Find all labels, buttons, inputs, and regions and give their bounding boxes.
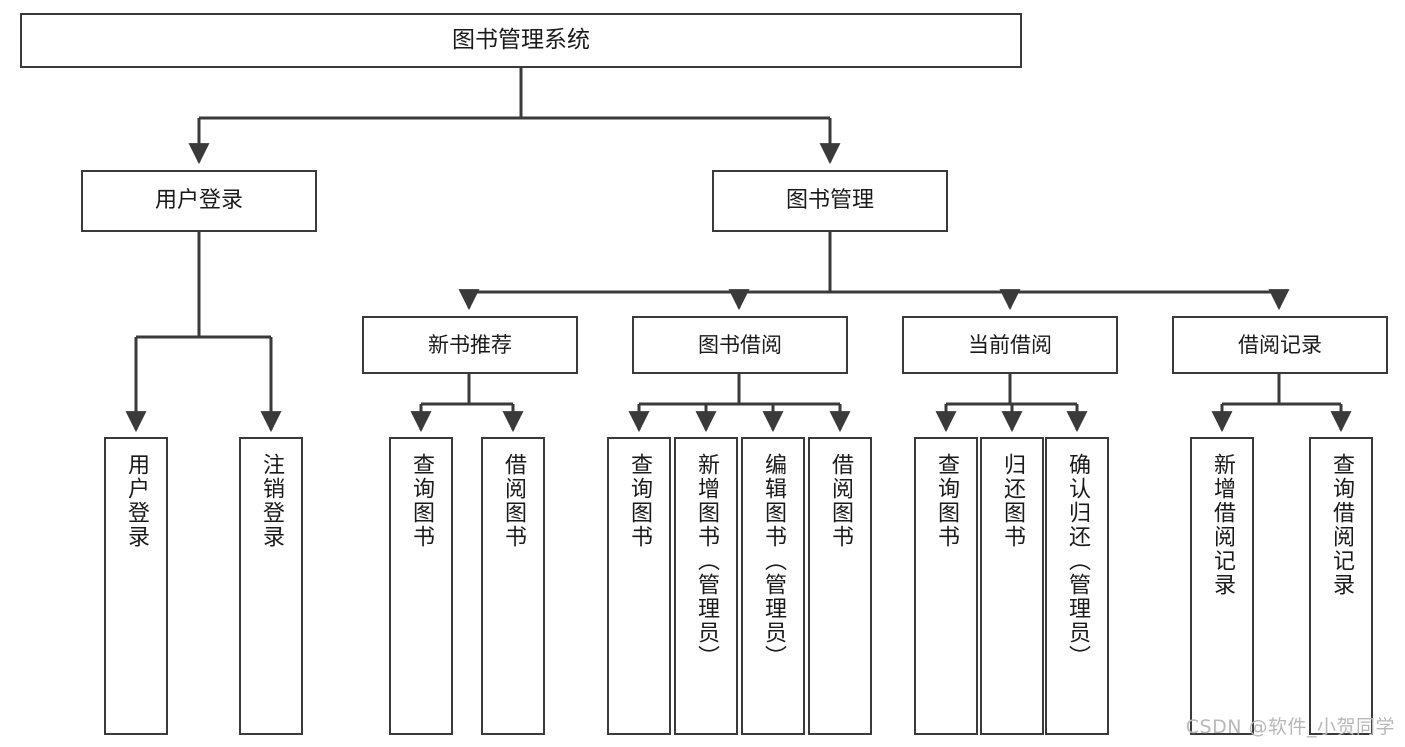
- node-root[interactable]: 图书管理系统: [20, 13, 1022, 68]
- node-user-login-label: 用户登录: [154, 188, 243, 214]
- leaf-query-borrow-record[interactable]: 查询借阅记录: [1309, 437, 1373, 735]
- leaf-add-book-admin[interactable]: 新增图书（管理员）: [674, 437, 738, 735]
- leaf-edit-book-admin[interactable]: 编辑图书（管理员）: [741, 437, 805, 735]
- node-root-label: 图书管理系统: [452, 26, 590, 53]
- leaf-edit-book-admin-label: 编辑图书（管理员）: [761, 453, 786, 669]
- node-user-login[interactable]: 用户登录: [81, 170, 317, 232]
- leaf-confirm-return-admin[interactable]: 确认归还（管理员）: [1045, 437, 1109, 735]
- node-current-borrow[interactable]: 当前借阅: [902, 316, 1118, 374]
- leaf-return-book[interactable]: 归还图书: [980, 437, 1044, 735]
- leaf-query-book-current[interactable]: 查询图书: [914, 437, 978, 735]
- node-book-borrow[interactable]: 图书借阅: [632, 316, 848, 374]
- leaf-logout[interactable]: 注销登录: [239, 437, 303, 735]
- leaf-add-book-admin-label: 新增图书（管理员）: [694, 453, 719, 669]
- leaf-logout-label: 注销登录: [259, 453, 284, 549]
- node-book-management[interactable]: 图书管理: [712, 170, 948, 232]
- node-book-borrow-label: 图书借阅: [698, 332, 782, 357]
- leaf-query-borrow-record-label: 查询借阅记录: [1329, 453, 1354, 597]
- leaf-add-borrow-record[interactable]: 新增借阅记录: [1190, 437, 1254, 735]
- leaf-user-login-label: 用户登录: [124, 453, 149, 549]
- node-new-book-recommend-label: 新书推荐: [428, 332, 512, 357]
- watermark: CSDN @软件_小贺同学: [1185, 716, 1395, 738]
- leaf-query-book-borrow[interactable]: 查询图书: [607, 437, 671, 735]
- node-current-borrow-label: 当前借阅: [968, 332, 1052, 357]
- leaf-add-borrow-record-label: 新增借阅记录: [1210, 453, 1235, 597]
- leaf-query-book-recommend[interactable]: 查询图书: [389, 437, 453, 735]
- leaf-borrow-book-recommend-label: 借阅图书: [501, 453, 526, 549]
- leaf-borrow-book[interactable]: 借阅图书: [808, 437, 872, 735]
- leaf-user-login[interactable]: 用户登录: [104, 437, 168, 735]
- leaf-query-book-borrow-label: 查询图书: [627, 453, 652, 549]
- node-book-management-label: 图书管理: [785, 188, 874, 214]
- leaf-query-book-recommend-label: 查询图书: [409, 453, 434, 549]
- leaf-confirm-return-admin-label: 确认归还（管理员）: [1065, 453, 1090, 669]
- leaf-borrow-book-label: 借阅图书: [828, 453, 853, 549]
- leaf-return-book-label: 归还图书: [1000, 453, 1025, 549]
- node-borrow-record[interactable]: 借阅记录: [1172, 316, 1388, 374]
- node-borrow-record-label: 借阅记录: [1238, 332, 1322, 357]
- node-new-book-recommend[interactable]: 新书推荐: [362, 316, 578, 374]
- leaf-borrow-book-recommend[interactable]: 借阅图书: [481, 437, 545, 735]
- leaf-query-book-current-label: 查询图书: [934, 453, 959, 549]
